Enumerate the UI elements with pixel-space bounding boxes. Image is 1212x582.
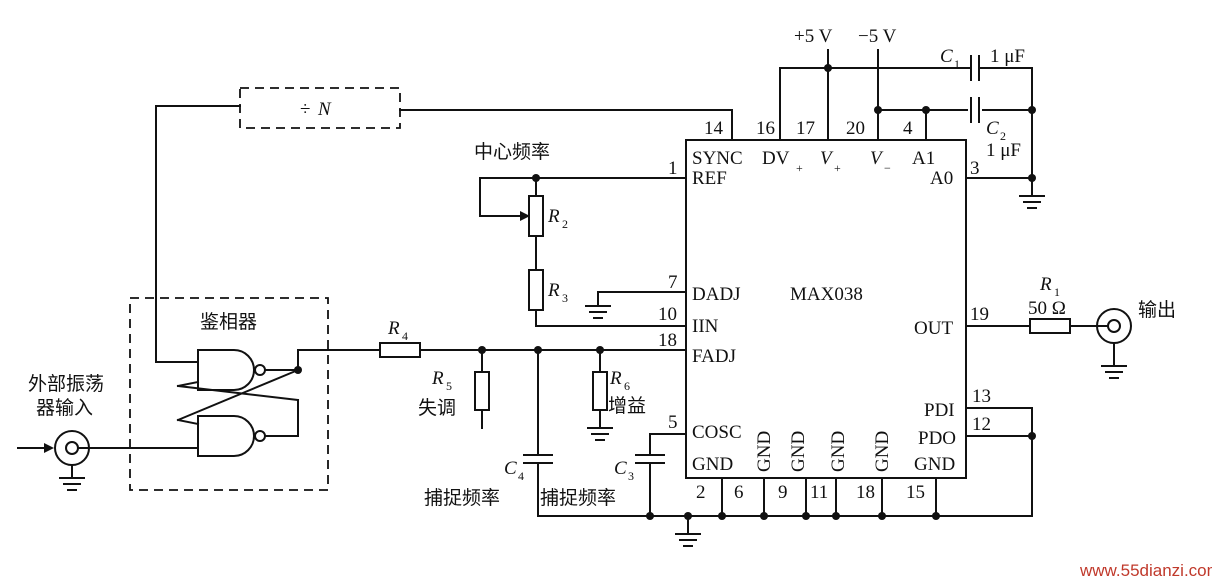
pin-number-11: 11: [810, 482, 828, 503]
r1-value: 50 Ω: [1028, 298, 1066, 319]
ground-icon: [675, 533, 701, 547]
pin-number-12: 12: [972, 414, 991, 435]
supply-neg-label: −5 V: [858, 26, 897, 47]
ground-icon: [585, 305, 611, 319]
divider-block: [239, 87, 401, 129]
pin-label-vp: V: [820, 148, 834, 169]
pin-label-ref: REF: [692, 168, 727, 189]
pin-number-18: 18: [658, 330, 677, 351]
r6-sub: 6: [624, 379, 630, 393]
c2-sub: 2: [1000, 129, 1006, 143]
pin-label-fadj: FADJ: [692, 346, 736, 367]
pin-number-5: 5: [668, 412, 678, 433]
pin-label-cosc: COSC: [692, 422, 742, 443]
c1-name: C: [940, 46, 953, 67]
nand-gate-top: [197, 349, 266, 391]
c4-name: C: [504, 458, 517, 479]
r6-name: R: [609, 368, 622, 389]
watermark: www.55dianzi.com: [1079, 561, 1212, 580]
r3-sub: 3: [562, 291, 568, 305]
pin-label-gnd-9: GND: [788, 431, 809, 472]
r4-resistor: [379, 342, 421, 358]
pin-number-20: 20: [846, 118, 865, 139]
c2-value: 1 μF: [986, 140, 1021, 161]
c3-name: C: [614, 458, 627, 479]
divider-var: N: [317, 99, 332, 120]
r3-resistor: [528, 269, 544, 311]
r2-sub: 2: [562, 217, 568, 231]
max038-chip: [685, 139, 967, 479]
r1-resistor: [1029, 318, 1071, 334]
pin-number-7: 7: [668, 272, 678, 293]
pin-number-1: 1: [668, 158, 678, 179]
pin-label-pdo: PDO: [918, 428, 956, 449]
output-label: 输出: [1138, 299, 1176, 321]
pin-number-18b: 18: [856, 482, 875, 503]
r5-resistor: [474, 371, 490, 411]
r5-name: R: [431, 368, 444, 389]
pin-label-gnd-bottom: GND: [692, 454, 733, 475]
pin-number-4: 4: [903, 118, 913, 139]
pin-label-gnd-6: GND: [754, 431, 775, 472]
r5-label: 失调: [418, 397, 456, 419]
pin-number-19: 19: [970, 304, 989, 325]
phase-detector-block: [129, 297, 329, 491]
pin-number-3: 3: [970, 158, 980, 179]
c3-label: 捕捉频率: [540, 487, 616, 509]
pin-label-pdi: PDI: [924, 400, 955, 421]
pin-label-vp-plus: +: [834, 161, 841, 175]
r1-name: R: [1039, 274, 1052, 295]
phase-detector-label: 鉴相器: [200, 311, 257, 333]
pin-number-6: 6: [734, 482, 744, 503]
ground-icon: [59, 477, 85, 491]
c1-sub: 1: [954, 57, 960, 71]
r1-sub: 1: [1054, 285, 1060, 299]
r2-name: R: [547, 206, 560, 227]
pin-number-16: 16: [756, 118, 775, 139]
divider-symbol: ÷: [300, 99, 310, 120]
r2-resistor: [528, 195, 544, 237]
c3-sub: 3: [628, 469, 634, 483]
pin-label-vm: V: [870, 148, 884, 169]
pin-label-gnd-right: GND: [914, 454, 955, 475]
ext-input-label-1: 外部振荡: [28, 373, 104, 395]
pin-number-2: 2: [696, 482, 706, 503]
pin-number-14: 14: [704, 118, 724, 139]
pin-number-10: 10: [658, 304, 677, 325]
c2-name: C: [986, 118, 999, 139]
pin-label-out: OUT: [914, 318, 953, 339]
nand-gate-bottom: [197, 415, 266, 457]
r4-sub: 4: [402, 329, 408, 343]
ground-icon: [1019, 195, 1045, 209]
pin-label-a0: A0: [930, 168, 953, 189]
pin-label-dvp-plus: +: [796, 161, 803, 175]
c4-sub: 4: [518, 469, 524, 483]
pin-number-9: 9: [778, 482, 788, 503]
pin-label-iin: IIN: [692, 316, 719, 337]
r6-label: 增益: [608, 395, 646, 417]
pin-label-dadj: DADJ: [692, 284, 741, 305]
ext-input-label-2: 器输入: [36, 397, 93, 419]
c4-label: 捕捉频率: [424, 487, 500, 509]
pin-label-gnd-11: GND: [828, 431, 849, 472]
pin-label-a1: A1: [912, 148, 935, 169]
pin-label-dvp: DV: [762, 148, 790, 169]
ground-icon: [587, 427, 613, 441]
r5-sub: 5: [446, 379, 452, 393]
r3-name: R: [547, 280, 560, 301]
chip-name: MAX038: [790, 284, 863, 305]
r6-resistor: [592, 371, 608, 411]
supply-pos-label: +5 V: [794, 26, 833, 47]
pin-label-sync: SYNC: [692, 148, 743, 169]
pin-number-13: 13: [972, 386, 991, 407]
pin-number-15: 15: [906, 482, 925, 503]
ground-icon: [1101, 365, 1127, 379]
r4-name: R: [387, 318, 400, 339]
center-freq-label: 中心频率: [474, 141, 550, 163]
c1-value: 1 μF: [990, 46, 1025, 67]
pin-number-17: 17: [796, 118, 815, 139]
pin-label-gnd-18: GND: [872, 431, 893, 472]
pin-label-vm-minus: −: [884, 161, 891, 175]
